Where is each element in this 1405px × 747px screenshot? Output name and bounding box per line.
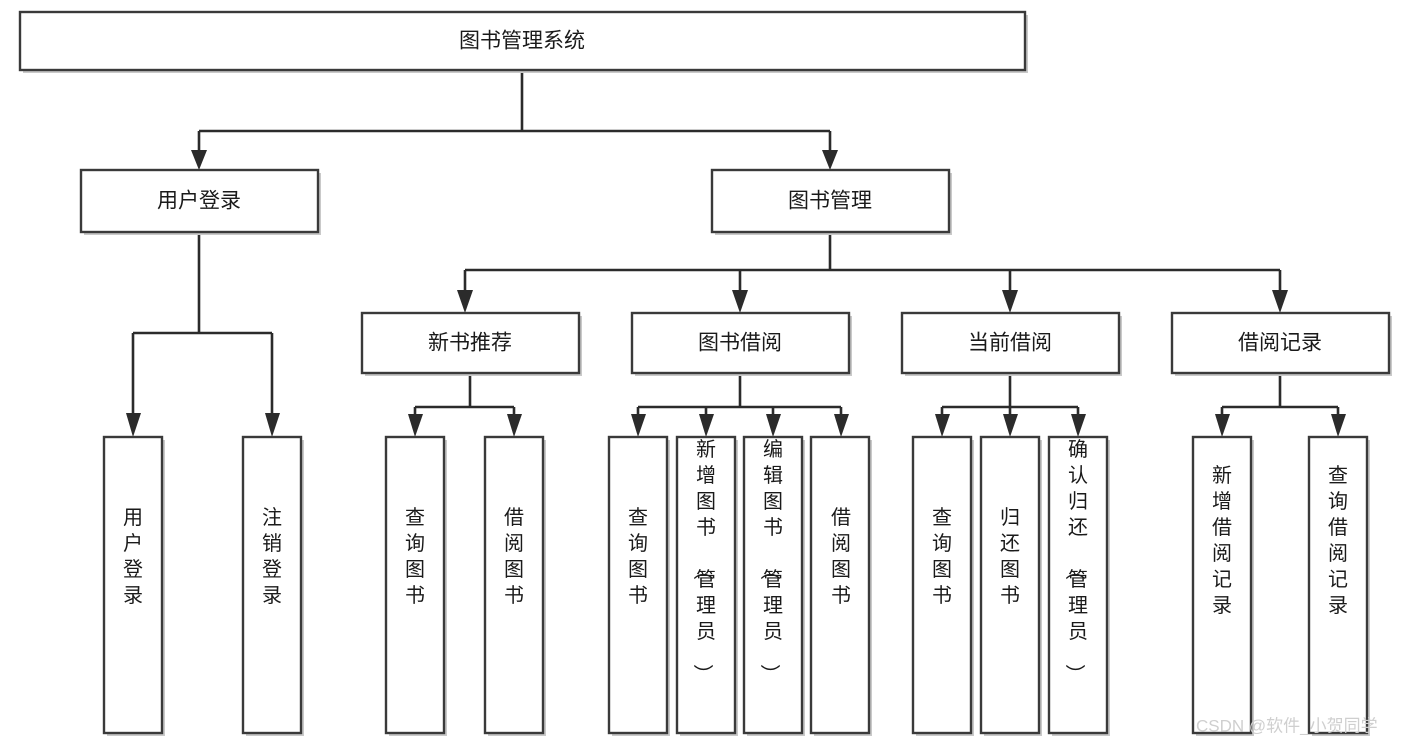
node-leaf-user-login-label: 用户登录: [123, 507, 143, 607]
node-leaf-logout-label: 注销登录: [262, 506, 282, 607]
node-book-management-rect: [710, 168, 951, 234]
node-leaf-edit-book[interactable]: 编辑图书（管理员）: [742, 435, 805, 736]
node-leaf-user-login-rect: [102, 435, 164, 735]
node-leaf-confirm-return-rect: [1047, 435, 1109, 735]
arrow-head-borrow-record: [1272, 290, 1288, 313]
arrow-head-leaf-borrow-book-1: [507, 414, 522, 437]
csdn-watermark: CSDN @软件_小贺同学: [1196, 716, 1378, 735]
node-leaf-query-borrow-record[interactable]: 查询借阅记录: [1307, 435, 1370, 736]
node-leaf-edit-book-rect: [742, 435, 804, 735]
node-leaf-borrow-book-recommend-rect: [483, 435, 545, 735]
node-leaf-borrow-book-recommend[interactable]: 借阅图书: [483, 435, 546, 736]
node-root-rect: [18, 10, 1027, 72]
node-user-login-label: 用户登录: [157, 190, 241, 213]
node-leaf-query-borrow-record-label: 查询借阅记录: [1328, 464, 1348, 617]
node-new-book-recommend-label: 新书推荐: [428, 332, 512, 355]
node-current-borrow[interactable]: 当前借阅: [900, 311, 1122, 376]
arrow-head-leaf-logout: [265, 413, 280, 437]
arrow-head-current-borrow: [1002, 290, 1018, 313]
node-book-borrow-label: 图书借阅: [698, 332, 782, 355]
arrow-head-leaf-query-book-2: [631, 414, 646, 437]
node-leaf-return-book[interactable]: 归还图书: [979, 435, 1042, 736]
node-leaf-query-book-recommend-label: 查询图书: [405, 506, 425, 607]
node-leaf-add-borrow-record-label: 新增借阅记录: [1212, 464, 1232, 617]
node-borrow-record-rect: [1170, 311, 1391, 375]
node-leaf-edit-book-label: 编辑图书（管理员）: [758, 438, 783, 684]
node-leaf-add-book[interactable]: 新增图书（管理员）: [675, 435, 738, 736]
arrow-head-leaf-query-book-3: [935, 414, 950, 437]
node-borrow-record[interactable]: 借阅记录: [1170, 311, 1392, 376]
node-leaf-add-book-label: 新增图书（管理员）: [691, 438, 716, 684]
node-book-borrow[interactable]: 图书借阅: [630, 311, 852, 376]
node-user-login-rect: [79, 168, 320, 234]
node-leaf-query-book-borrow-label: 查询图书: [628, 506, 648, 607]
node-leaf-add-book-rect: [675, 435, 737, 735]
node-leaf-query-book-recommend[interactable]: 查询图书: [384, 435, 447, 736]
node-new-book-recommend[interactable]: 新书推荐: [360, 311, 582, 376]
node-leaf-query-borrow-record-rect: [1307, 435, 1369, 735]
arrow-head-leaf-return-book: [1003, 414, 1018, 437]
arrow-head-book-mgmt: [822, 150, 838, 170]
node-book-borrow-rect: [630, 311, 851, 375]
arrow-head-leaf-query-record: [1331, 414, 1346, 437]
node-new-book-recommend-rect: [360, 311, 581, 375]
node-current-borrow-rect: [900, 311, 1121, 375]
node-current-borrow-label: 当前借阅: [968, 332, 1052, 355]
node-leaf-logout[interactable]: 注销登录: [241, 435, 304, 736]
node-leaf-borrow-book[interactable]: 借阅图书: [809, 435, 872, 736]
arrow-head-leaf-user-login: [126, 413, 141, 437]
connectors-group: [126, 70, 1346, 437]
arrow-head-book-borrow: [732, 290, 748, 313]
arrow-head-user-login: [191, 150, 207, 170]
node-user-login[interactable]: 用户登录: [79, 168, 321, 235]
node-borrow-record-label: 借阅记录: [1238, 332, 1322, 355]
node-leaf-query-book-borrow-rect: [607, 435, 669, 735]
node-leaf-return-book-rect: [979, 435, 1041, 735]
node-leaf-logout-rect: [241, 435, 303, 735]
node-book-management[interactable]: 图书管理: [710, 168, 952, 235]
node-leaf-return-book-label: 归还图书: [1000, 506, 1020, 607]
node-leaf-borrow-book-label: 借阅图书: [831, 506, 851, 607]
arrow-head-leaf-query-book-1: [408, 414, 423, 437]
node-book-management-label: 图书管理: [788, 190, 872, 213]
node-leaf-add-borrow-record[interactable]: 新增借阅记录: [1191, 435, 1254, 736]
node-leaf-query-book-current-rect: [911, 435, 973, 735]
node-root-label: 图书管理系统: [459, 30, 585, 53]
arrow-head-leaf-add-book: [699, 414, 714, 437]
node-leaf-user-login[interactable]: 用户登录: [102, 435, 165, 736]
node-leaf-add-borrow-record-rect: [1191, 435, 1253, 735]
node-leaf-confirm-return-label: 确认归还（管理员）: [1063, 438, 1088, 684]
arrow-head-leaf-confirm-return: [1071, 414, 1086, 437]
arrow-head-leaf-borrow-book-2: [834, 414, 849, 437]
node-leaf-borrow-book-recommend-label: 借阅图书: [504, 506, 524, 607]
node-leaf-query-book-borrow[interactable]: 查询图书: [607, 435, 670, 736]
arrow-head-new-book-recommend: [457, 290, 473, 313]
node-leaf-borrow-book-rect: [809, 435, 871, 735]
arrow-head-leaf-add-record: [1215, 414, 1230, 437]
node-leaf-query-book-current-label: 查询图书: [932, 506, 952, 607]
node-leaf-query-book-current[interactable]: 查询图书: [911, 435, 974, 736]
node-leaf-confirm-return[interactable]: 确认归还（管理员）: [1047, 435, 1110, 736]
node-root-system[interactable]: 图书管理系统: [18, 10, 1028, 73]
node-leaf-query-book-recommend-rect: [384, 435, 446, 735]
arrow-head-leaf-edit-book: [766, 414, 781, 437]
